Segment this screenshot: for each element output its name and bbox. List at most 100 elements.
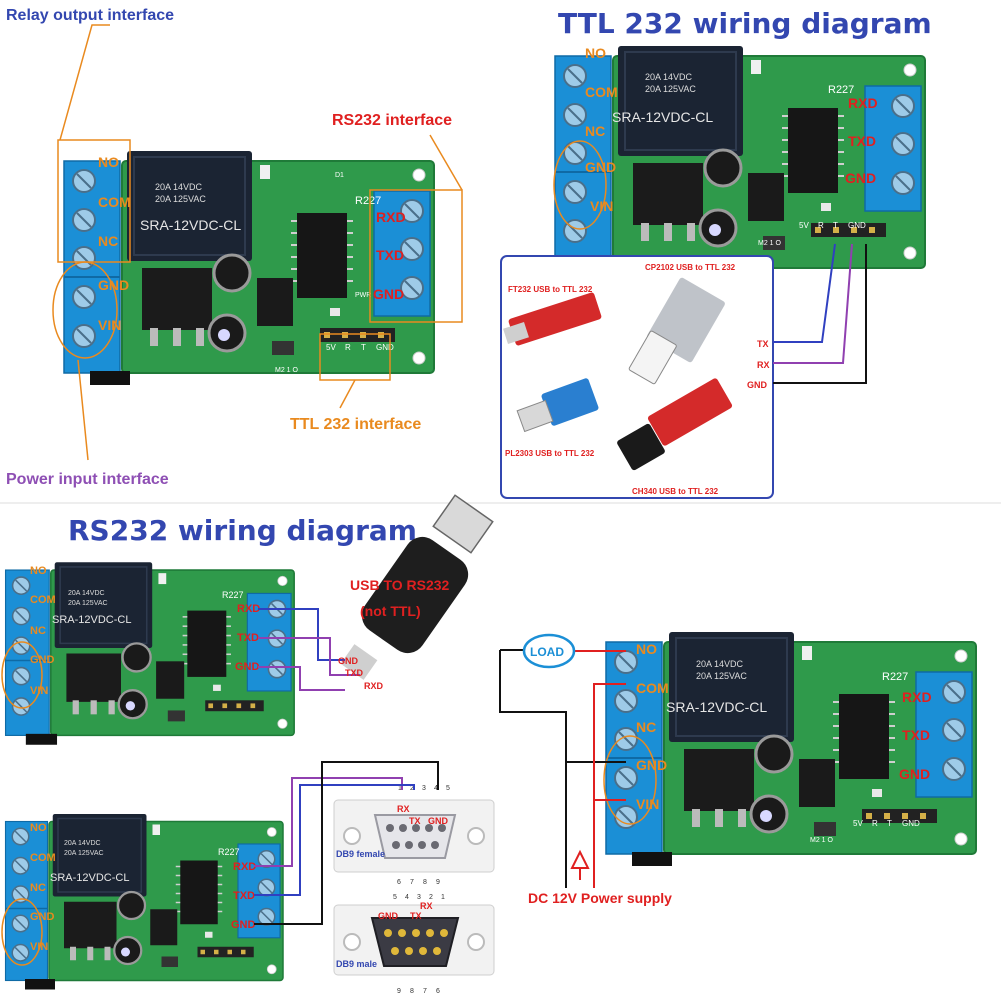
female-num-5: 5 [446,785,450,792]
relay-rating-1: 20A 14VDC [155,182,203,192]
power-input-label: Power input interface [6,471,169,488]
power-arrow-icon [570,849,590,880]
pin-nc-3: NC [30,625,46,637]
relay-model-4: SRA-12VDC-CL [50,872,129,884]
pin-com-3: COM [30,594,56,606]
gnd-label-3: GND [338,656,359,666]
pin-txd-5: TXD [902,727,930,743]
relay-board-5 [604,630,978,868]
d1-label: D1 [335,172,344,179]
relay-model-5: SRA-12VDC-CL [666,699,767,715]
pin-labels-right-3: RXD TXD GND [235,603,260,673]
pin-labels-right-1: RXD TXD GND [373,209,406,302]
relay-rating-3a: 20A 14VDC [68,590,105,597]
ttl-header-r-5: R [872,819,878,828]
rs232-wiring-title: RS232 wiring diagram [68,514,417,547]
gnd-wire [773,244,867,384]
pin-rxd-5: RXD [902,689,932,705]
relay-model: SRA-12VDC-CL [140,217,241,233]
ch340-label: CH340 USB to TTL 232 [632,487,719,496]
ttl-header-t: T [361,343,366,352]
db9-male-gnd: GND [378,911,399,921]
pin-labels-left-2: NO COM NC GND VIN [585,45,618,214]
rx-label: RX [757,360,770,370]
ttl-header-gnd-5: GND [902,819,920,828]
board-labels-3: 20A 14VDC 20A 125VAC SRA-12VDC-CL R227 [52,590,244,626]
male-num-4: 4 [405,894,409,901]
relay-rating-3b: 20A 125VAC [68,600,108,607]
r227-label-3: R227 [222,590,244,600]
relay-model-2: SRA-12VDC-CL [612,109,713,125]
ft232-adapter: FT232 USB to TTL 232 [503,285,602,346]
rxd-label-3: RXD [364,681,384,691]
db9-female-label: DB9 female [336,849,385,859]
load-symbol [522,633,576,669]
ttl-wiring-title: TTL 232 wiring diagram [558,7,932,40]
pin-gnd-right-5: GND [899,766,930,782]
relay-rating-5a: 20A 14VDC [696,659,744,669]
tx-wire [773,243,836,343]
ttl-header-t-2: T [833,221,838,230]
male-num-6: 6 [436,988,440,995]
gnd-label: GND [747,380,768,390]
pin-txd: TXD [376,247,404,263]
female-num-2: 2 [410,785,414,792]
pin-labels-left-3: NO COM NC GND VIN [30,565,56,697]
cp2102-adapter: CP2102 USB to TTL 232 [628,263,736,385]
tx-label: TX [757,339,769,349]
r227-label-5: R227 [882,671,908,683]
board-labels-5: 20A 14VDC 20A 125VAC SRA-12VDC-CL R227 5… [666,659,920,844]
ttl-interface-label: TTL 232 interface [290,416,421,433]
female-num-8: 8 [423,879,427,886]
panel-1-interfaces: 20A 14VDC 20A 125VAC SRA-12VDC-CL R227 P… [6,7,463,488]
relay-rating-4b: 20A 125VAC [64,850,104,857]
pin-com-4: COM [30,852,56,864]
power-supply-label: DC 12V Power supply [528,890,672,906]
pin-vin-5: VIN [636,796,659,812]
db9-female-gnd: GND [428,816,449,826]
txd-label-3: TXD [345,668,364,678]
r227-label: R227 [355,195,381,207]
pin-vin: VIN [98,317,121,333]
pin-no: NO [98,154,119,170]
male-num-7: 7 [423,988,427,995]
usb-rs232-label: USB TO RS232 [350,577,450,593]
db9-female-connector: 1 2 3 4 5 6 7 8 9 RX TX GND DB9 female [333,785,495,886]
ttl-header-5v-2: 5V [799,221,809,230]
jumper-label-2: M2 1 O [758,240,782,247]
male-num-9: 9 [397,988,401,995]
male-num-1: 1 [441,894,445,901]
cp2102-label: CP2102 USB to TTL 232 [645,263,736,272]
female-num-1: 1 [398,785,402,792]
ch340-adapter: CH340 USB to TTL 232 [617,378,733,496]
relay-rating-5b: 20A 125VAC [696,671,747,681]
pin-gnd-right-4: GND [231,919,256,931]
pin-gnd-3: GND [30,654,55,666]
pin-rxd-3: RXD [237,603,260,615]
db9-female-rx: RX [397,804,410,814]
pin-gnd-5: GND [636,757,667,773]
pin-txd-4: TXD [233,890,255,902]
jumper-label: M2 1 O [275,367,299,374]
pin-no-2: NO [585,45,606,61]
female-num-7: 7 [410,879,414,886]
ttl-header-r: R [345,343,351,352]
pin-gnd-right-3: GND [235,661,260,673]
db9-male-label: DB9 male [336,959,377,969]
db9-male-connector: 5 4 3 2 1 9 8 7 6 GND TX RX DB9 male [333,894,495,995]
male-num-8: 8 [410,988,414,995]
pin-no-5: NO [636,641,657,657]
pin-gnd-2: GND [585,159,616,175]
ttl-header-gnd: GND [376,343,394,352]
pin-txd-3: TXD [237,632,259,644]
pin-no-4: NO [30,822,47,834]
ttl-header-r-2: R [818,221,824,230]
pin-labels-right-4: RXD TXD GND [231,861,256,931]
relay-rating-2: 20A 125VAC [155,194,206,204]
pin-com: COM [98,194,131,210]
male-num-2: 2 [429,894,433,901]
usb-rs232-cable [340,494,494,680]
relay-output-box [57,139,131,263]
power-ellipse [52,261,118,359]
pin-nc-5: NC [636,719,656,735]
